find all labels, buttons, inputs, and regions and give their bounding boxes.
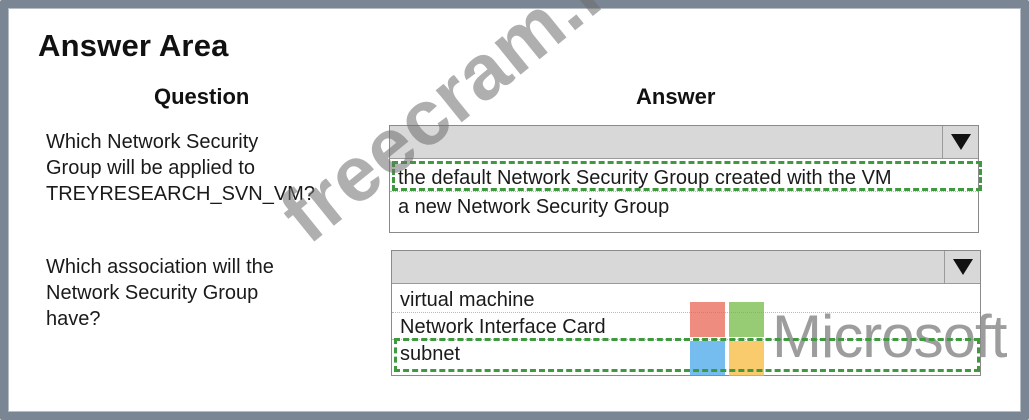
chevron-down-icon[interactable] [942,126,978,158]
answer-area-title: Answer Area [38,28,229,63]
microsoft-wordmark: Microsoft [772,303,1007,370]
question-1-line-1: Which Network Security [46,131,259,153]
chevron-down-icon[interactable] [944,251,980,283]
question-1-line-3: TREYRESEARCH_SVN_VM? [46,183,315,205]
inner-border [8,8,1021,412]
question-2-line-2: Network Security Group [46,282,259,304]
answer-2-option-subnet[interactable]: subnet [400,343,461,365]
answer-column-header: Answer [636,84,716,109]
question-2: Which association will the Network Secur… [46,254,366,332]
answer-2-option-virtual-machine[interactable]: virtual machine [392,287,980,313]
answer-1-option-default-nsg[interactable]: the default Network Security Group creat… [390,164,978,192]
microsoft-logo-icon [690,302,764,376]
answer-1-dropdown-header[interactable] [390,126,978,159]
question-column-header: Question [154,84,250,109]
question-2-line-3: have? [46,308,101,330]
answer-1-option-new-nsg[interactable]: a new Network Security Group [398,196,670,218]
question-2-line-1: Which association will the [46,256,274,278]
answer-2-selection-highlight [394,338,980,372]
answer-1-selection-highlight [392,161,982,191]
question-1: Which Network Security Group will be app… [46,129,376,207]
answer-1-dropdown[interactable]: the default Network Security Group creat… [389,125,979,233]
answer-2-dropdown[interactable]: virtual machine Network Interface Card s… [391,250,981,376]
question-1-line-2: Group will be applied to [46,157,256,179]
answer-2-dropdown-header[interactable] [392,251,980,284]
